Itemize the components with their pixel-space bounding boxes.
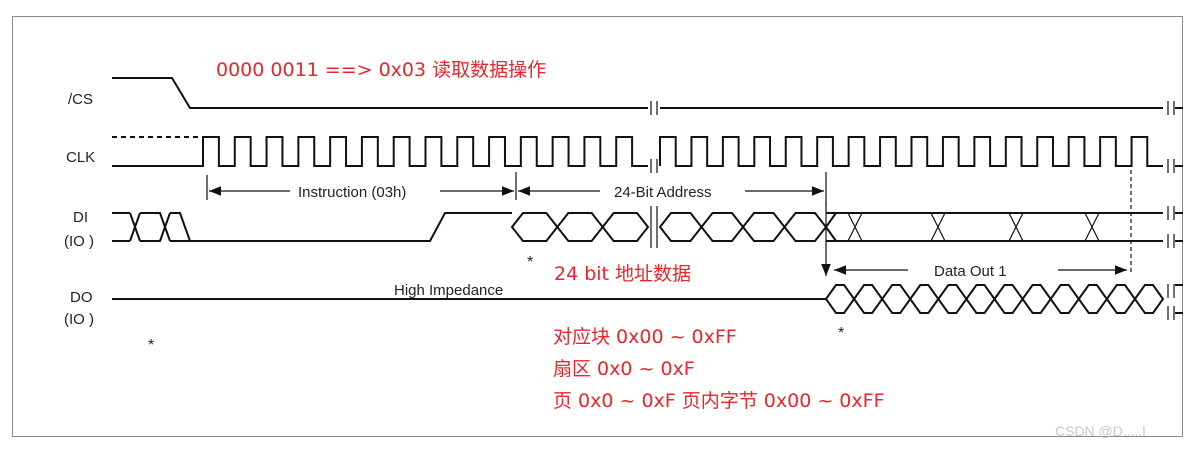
asterisk-marker: * (527, 254, 533, 271)
asterisk-marker: * (838, 325, 844, 342)
di-signal-label: DI (73, 209, 88, 226)
do-signal-label: DO (70, 289, 93, 306)
do-io-label: (IO ) (64, 311, 94, 328)
clk-signal-label: CLK (66, 149, 95, 166)
instruction-label: Instruction (03h) (298, 184, 406, 201)
cs-waveform (112, 77, 1183, 115)
address-label: 24-Bit Address (614, 184, 712, 201)
clk-waveform (112, 136, 1183, 173)
di-io-label: (IO ) (64, 233, 94, 250)
data-out-span: Data Out 1 (821, 170, 1132, 280)
block-annotation: 对应块 0x00 ~ 0xFF (553, 326, 737, 348)
instruction-span: Instruction (03h) (206, 172, 517, 201)
do-waveform (112, 284, 1183, 320)
di-waveform (112, 206, 1183, 248)
page-annotation: 页 0x0 ~ 0xF 页内字节 0x00 ~ 0xFF (553, 390, 885, 412)
address-span: 24-Bit Address (518, 172, 827, 205)
data-out-label: Data Out 1 (934, 263, 1007, 280)
high-impedance-label: High Impedance (394, 282, 503, 299)
watermark: CSDN @D.....l (1055, 423, 1145, 439)
sector-annotation: 扇区 0x0 ~ 0xF (553, 358, 695, 380)
cs-signal-label: /CS (68, 91, 93, 108)
diagram-frame (12, 16, 1183, 437)
address-annotation: 24 bit 地址数据 (554, 263, 691, 285)
asterisk-marker: * (148, 337, 154, 354)
opcode-annotation: 0000 0011 ==> 0x03 读取数据操作 (216, 59, 546, 81)
